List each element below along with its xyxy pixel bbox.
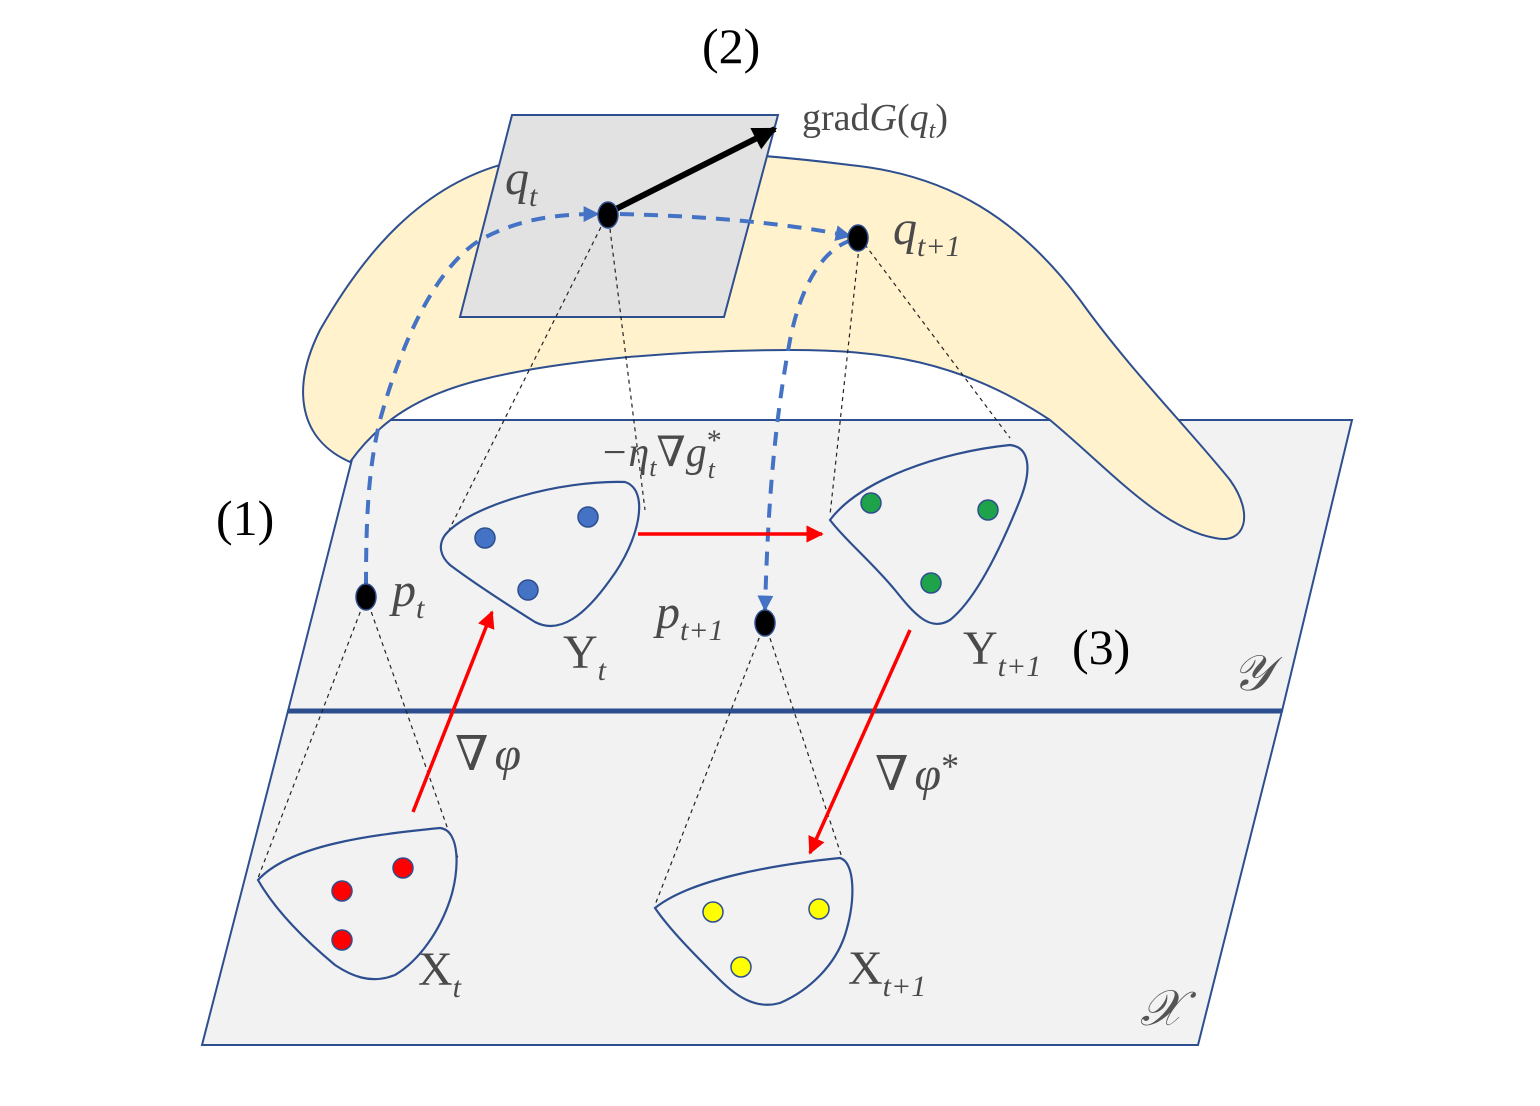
gradient-arrow: [606, 126, 778, 216]
particles-x-t: [331, 857, 414, 951]
points: [355, 201, 869, 637]
set-x-next: [653, 856, 854, 1006]
label-p-t: pt: [389, 564, 425, 625]
step-label-3: (3): [1072, 619, 1130, 675]
label-y-t: Yt: [563, 626, 607, 687]
tangent-plane: [458, 114, 780, 318]
label-q-next: qt+1: [893, 202, 961, 263]
map-arrow-grad-phi: [411, 610, 495, 813]
flow-descend: [757, 238, 853, 612]
gradient-label: gradG(qt): [802, 97, 948, 144]
set-y-next: [828, 443, 1029, 626]
particles-y-next: [860, 492, 999, 594]
flow-step: [619, 212, 852, 242]
particles-y-t: [474, 506, 599, 601]
step-label-1: (1): [216, 490, 274, 546]
projection-lines: [257, 212, 1011, 906]
point-q-next: [847, 224, 869, 252]
point-p-t: [355, 583, 377, 611]
map-arrow-grad-phi-star: [808, 629, 912, 855]
mirror-step-label: −ηt∇g*t: [600, 424, 722, 484]
point-p-next: [754, 609, 776, 637]
particles-x-next: [702, 898, 830, 978]
step-label-2: (2): [702, 18, 760, 74]
label-grad-phi-star: ∇φ*: [875, 746, 959, 801]
label-x-t: Xt: [418, 943, 462, 1004]
label-y-next: Yt+1: [963, 622, 1041, 683]
point-q-t: [597, 201, 619, 229]
label-grad-phi: ∇φ: [455, 728, 521, 781]
label-p-next: pt+1: [653, 586, 724, 647]
label-q-t: qt: [505, 152, 538, 213]
label-x-next: Xt+1: [848, 942, 926, 1003]
flow-lift: [364, 206, 600, 587]
